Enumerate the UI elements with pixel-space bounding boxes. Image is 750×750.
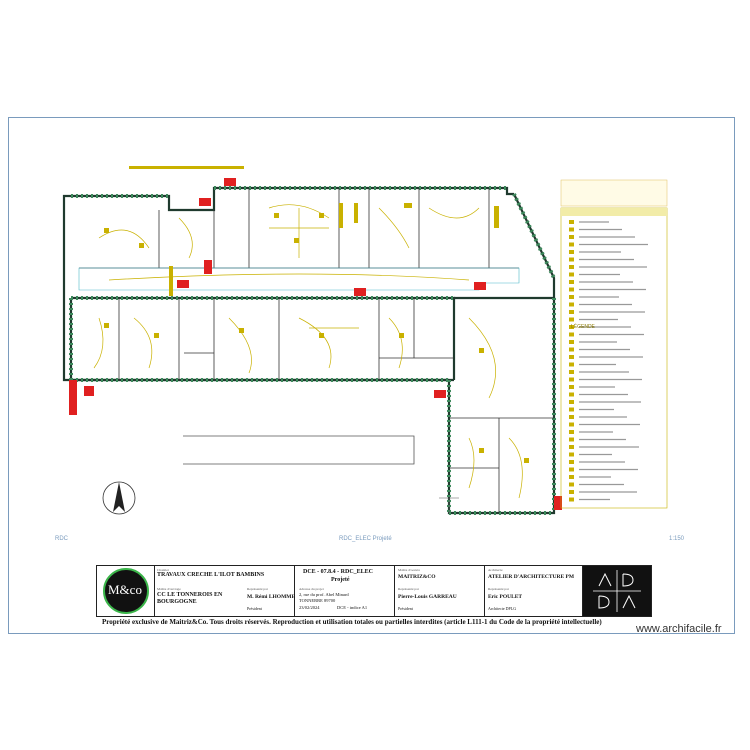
architect-cell: Architecte ATELIER D'ARCHITECTURE PM Rep… (485, 566, 583, 616)
doc-code: DCE - 07.8.4 - RDC_ELEC (303, 569, 374, 575)
outdoor-ramp (183, 435, 415, 465)
legend-symbol (569, 242, 574, 247)
legend-symbol (569, 490, 574, 494)
legend-symbol (569, 257, 574, 262)
arch-rep: Eric POULET (488, 594, 523, 600)
legend-symbol (569, 392, 574, 397)
legend-symbol (569, 325, 574, 329)
legend-symbol (569, 400, 574, 404)
legend-symbol (569, 482, 574, 487)
title-block: M&co Chantier TRAVAUX CRECHE L'ILOT BAMB… (96, 565, 652, 617)
legend-symbol (569, 362, 574, 367)
legend-symbol (569, 235, 574, 239)
legend-symbol (569, 317, 574, 322)
moe-rep: Pierre-Louis GARREAU (398, 594, 457, 600)
moe-rep-caption: Représenté par (398, 587, 419, 591)
north-arrow-icon (102, 481, 136, 515)
moe-rep-role: Président (398, 606, 413, 611)
arch-name: ATELIER D'ARCHITECTURE PM (488, 574, 575, 580)
arch-rep-caption: Représenté par (488, 587, 509, 591)
rep-name: M. Rémi LHOMME (247, 594, 296, 600)
legend-symbol (569, 422, 574, 427)
address-line2: TONNERRE 89700 (299, 598, 336, 603)
address-caption: Adresse du projet (299, 587, 324, 591)
legend-symbol (569, 407, 574, 412)
owner-name: CC LE TONNEROIS EN BOURGOGNE (157, 592, 223, 605)
moe-name: MAITRIZ&CO (398, 574, 436, 580)
rep-caption: Représenté par (247, 587, 268, 591)
project-cell: Chantier TRAVAUX CRECHE L'ILOT BAMBINS M… (155, 566, 295, 616)
legend-symbol (569, 475, 574, 479)
legend-symbol (569, 370, 574, 374)
phase: DCE - indice A1 (337, 605, 368, 610)
moe-caption: Maître d'oeuvre (398, 568, 421, 572)
legend-symbol (569, 430, 574, 434)
legend-symbol (569, 280, 574, 284)
legend-symbol (569, 272, 574, 277)
electrical-wiring (93, 204, 523, 499)
legend-symbol (569, 227, 574, 232)
wall-hatching (69, 186, 556, 515)
red-markers (69, 178, 562, 510)
legend-symbol (569, 310, 574, 314)
arch-caption: Architecte (488, 568, 503, 572)
arch-rep-role: Architecte DPLG (488, 606, 517, 611)
electrical-devices (104, 166, 529, 463)
watermark: www.archifacile.fr (636, 623, 722, 635)
floor-plan (62, 166, 668, 515)
document-cell: DCE - 07.8.4 - RDC_ELEC Projeté Adresse … (295, 566, 395, 616)
legend-symbol (569, 377, 574, 382)
moe-cell: Maître d'oeuvre MAITRIZ&CO Représenté pa… (395, 566, 485, 616)
legend-symbol (569, 332, 574, 337)
legend-symbol (569, 302, 574, 307)
date-line: 23/02/2024 (299, 605, 320, 610)
scale-label: 1:150 (669, 536, 685, 542)
copyright-notice: Propriété exclusive de Maitriz&Co. Tous … (102, 618, 602, 626)
legend-symbol (569, 287, 574, 292)
legend-symbol (569, 265, 574, 269)
rep-role: Président (247, 606, 262, 611)
legend-title: LÉGENDE (571, 324, 595, 330)
drawing-sheet: RDC RDC_ELEC Projeté 1:150 LÉGENDE (8, 117, 735, 634)
legend-panel (560, 179, 668, 509)
architect-logo-cell (583, 566, 651, 616)
legend-symbol (569, 355, 574, 359)
legend-symbol (569, 220, 574, 224)
adpa-logo-icon (593, 570, 641, 612)
doc-status: Projeté (331, 577, 350, 583)
legend-symbol (569, 295, 574, 299)
address-line1: 2, rue du prof. Abel Minard (299, 592, 349, 597)
legend-symbol (569, 415, 574, 419)
legend-symbol (569, 437, 574, 442)
legend-symbol (569, 347, 574, 352)
legend-symbol (569, 460, 574, 464)
legend-symbol (569, 467, 574, 472)
view-label-left: RDC (55, 536, 68, 542)
stair-marker (439, 497, 459, 513)
owner-caption: Maître d'ouvrage (157, 587, 181, 591)
legend-symbol (569, 452, 574, 457)
mco-logo-icon (103, 568, 149, 614)
legend-symbol (569, 497, 574, 502)
legend-symbol (569, 340, 574, 344)
project-caption: Chantier (157, 568, 170, 572)
legend-symbol (569, 445, 574, 449)
legend-symbol (569, 385, 574, 389)
logo-cell: M&co (97, 566, 155, 616)
view-label-center: RDC_ELEC Projeté (339, 536, 392, 542)
project-title: TRAVAUX CRECHE L'ILOT BAMBINS (157, 572, 265, 578)
logo-text: M&co (108, 582, 142, 597)
legend-symbol (569, 250, 574, 254)
